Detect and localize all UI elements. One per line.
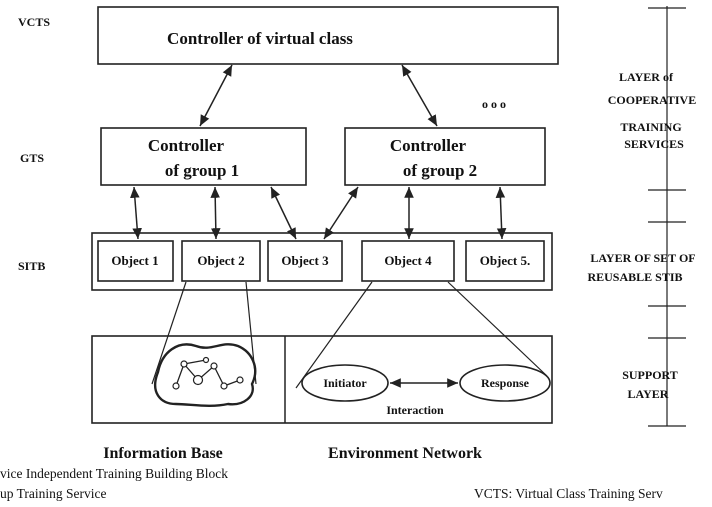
- info-node: [202, 356, 210, 364]
- layer-cooperative-line3: TRAINING: [620, 120, 681, 134]
- response-ellipse: [459, 364, 551, 402]
- footnote-vcts: VCTS: Virtual Class Training Serv: [474, 486, 663, 501]
- initiator-label: Initiator: [323, 376, 367, 390]
- info-node: [236, 376, 244, 384]
- arrow-group-2-object-3: [323, 186, 359, 240]
- info-node: [192, 374, 204, 386]
- info-node: [220, 382, 228, 390]
- level-label-sitb: SITB: [18, 259, 45, 273]
- zoom-line-object-2-left: [151, 281, 187, 385]
- object-3-box: [267, 240, 343, 282]
- object-3-label: Object 3: [281, 253, 329, 268]
- environment-network-label: Environment Network: [328, 445, 482, 462]
- virtual-class-controller-label: Controller of virtual class: [167, 29, 353, 48]
- object-2-box: [181, 240, 261, 282]
- information-base-label: Information Base: [103, 445, 223, 462]
- layer-reusable-line2: REUSABLE STIB: [587, 270, 682, 284]
- virtual-class-controller-box: [97, 6, 559, 65]
- ellipsis-more-groups: o o o: [482, 97, 506, 111]
- information-base-shape: [153, 343, 257, 407]
- arrow-group-1-object-2: [210, 186, 221, 240]
- layer-cooperative-line2: COOPERATIVE: [608, 93, 696, 107]
- object-4-label: Object 4: [384, 253, 432, 268]
- info-node: [180, 360, 188, 368]
- arrow-group-2-object-5: [495, 186, 507, 240]
- group-2-controller-box: [344, 127, 546, 186]
- arrow-group-1-object-3: [270, 186, 297, 240]
- layer-cooperative-line4: SERVICES: [624, 137, 684, 151]
- response-label: Response: [481, 376, 530, 390]
- group-2-controller-line2: of group 2: [403, 161, 477, 180]
- footnote-gts: up Training Service: [0, 486, 107, 501]
- object-5-box: [465, 240, 545, 282]
- zoom-line-object-4-left: [295, 281, 373, 389]
- arrow-group-1-object-1: [130, 186, 142, 240]
- group-1-controller-box: [100, 127, 307, 186]
- arrow-vc-to-group-2: [401, 64, 438, 127]
- object-5-label: Object 5.: [480, 253, 531, 268]
- object-2-label: Object 2: [197, 253, 244, 268]
- level-label-gts: GTS: [20, 151, 44, 165]
- interaction-label: Interaction: [386, 403, 444, 417]
- layer-cooperative-line1: LAYER of: [619, 70, 674, 84]
- object-1-box: [97, 240, 174, 282]
- group-1-controller-line1: Controller: [148, 136, 225, 155]
- info-node: [210, 362, 218, 370]
- layer-support-line2: LAYER: [628, 387, 669, 401]
- initiator-ellipse: [301, 364, 389, 402]
- level-label-vcts: VCTS: [18, 15, 50, 29]
- layer-reusable-line1: LAYER OF SET OF: [590, 251, 695, 265]
- group-2-controller-line1: Controller: [390, 136, 467, 155]
- object-1-label: Object 1: [111, 253, 158, 268]
- footnote-sitb: vice Independent Training Building Block: [0, 466, 228, 481]
- layer-support-line1: SUPPORT: [622, 368, 678, 382]
- info-node: [172, 382, 180, 390]
- arrow-vc-to-group-1: [199, 64, 233, 127]
- group-1-controller-line2: of group 1: [165, 161, 239, 180]
- zoom-line-object-4-right: [447, 281, 548, 377]
- object-4-box: [361, 240, 455, 282]
